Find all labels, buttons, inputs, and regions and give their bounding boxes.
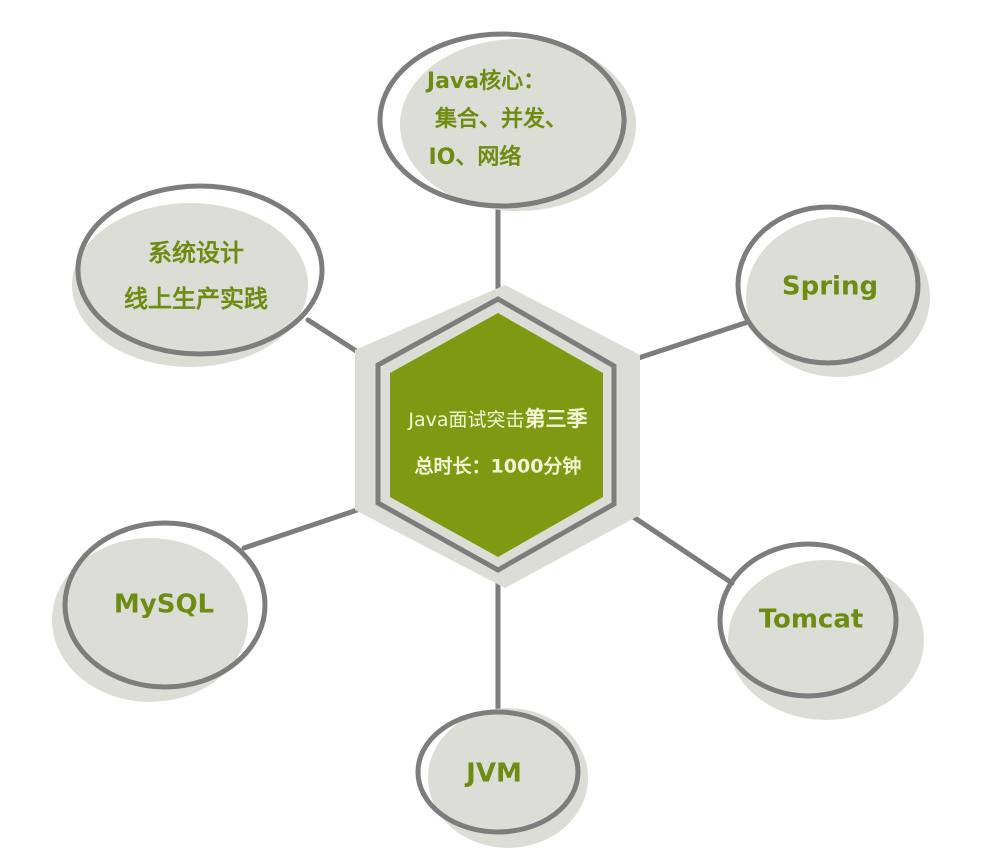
node-shadow	[400, 39, 636, 211]
node-outline	[377, 31, 627, 209]
node-outline	[717, 541, 899, 699]
node-shadow	[428, 708, 588, 848]
node-spring: Spring	[735, 204, 930, 377]
node-shadow	[72, 203, 308, 367]
hex-inner	[390, 313, 603, 557]
node-label: MySQL	[114, 590, 214, 620]
node-shadow	[52, 538, 248, 702]
node-label-line-2: 集合、并发、	[434, 106, 567, 132]
node-shadow	[728, 560, 924, 720]
node-label-line-2: 线上生产实践	[124, 285, 268, 313]
node-label: JVM	[464, 759, 522, 789]
node-label: Tomcat	[759, 605, 864, 635]
node-java-core: Java核心： 集合、并发、 IO、网络	[377, 31, 636, 211]
node-outline	[415, 709, 581, 835]
node-system-design: 系统设计 线上生产实践	[72, 183, 325, 367]
node-label-line-1: 系统设计	[148, 239, 244, 267]
node-label-line-1: Java核心：	[425, 68, 545, 94]
node-tomcat: Tomcat	[717, 541, 924, 720]
center-duration: 总时长：1000分钟	[415, 455, 582, 478]
center-title: Java面试突击第三季	[407, 407, 587, 431]
node-label-line-3: IO、网络	[429, 144, 522, 170]
node-jvm: JVM	[415, 708, 588, 848]
center-hexagon: Java面试突击第三季 总时长：1000分钟	[355, 285, 640, 588]
node-outline	[735, 204, 921, 366]
connector-lower-left	[241, 500, 381, 551]
node-shadow	[746, 217, 930, 377]
center-title-suffix: 第三季	[525, 407, 588, 431]
node-outline	[75, 183, 325, 357]
node-outline	[62, 520, 268, 690]
node-label: Spring	[782, 272, 878, 302]
center-title-prefix: Java面试突击	[407, 409, 524, 431]
node-mysql: MySQL	[52, 520, 268, 702]
